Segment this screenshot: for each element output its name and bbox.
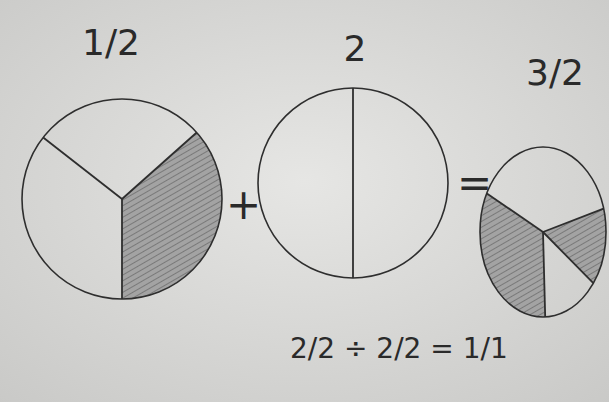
divider-line [543, 232, 593, 283]
fraction-label: 2 [255, 28, 455, 69]
divider-line [487, 193, 543, 232]
divider-line [543, 209, 604, 232]
operator-sign: + [226, 180, 261, 229]
shaded-part [122, 132, 222, 299]
fraction-label: 1/2 [0, 22, 226, 63]
divider-line [43, 137, 122, 199]
fraction-circle: 3/2 [474, 52, 608, 320]
divider-line [122, 132, 197, 199]
fraction-label: 3/2 [502, 52, 608, 93]
circle-drawing [20, 22, 226, 304]
divider-line [543, 232, 545, 317]
fraction-circle: 2 [255, 28, 455, 282]
equation-note: 2/2 ÷ 2/2 = 1/1 [290, 332, 508, 365]
circle-outline [258, 88, 448, 278]
shaded-part [543, 209, 606, 284]
shaded-part [480, 193, 545, 317]
circle-outline [22, 99, 222, 299]
operator-sign: = [457, 158, 492, 207]
fraction-circle: 1/2 [20, 22, 226, 304]
divider-line [352, 88, 354, 183]
divider-line [352, 183, 354, 278]
circle-outline [480, 147, 606, 317]
divider-line [121, 199, 123, 299]
